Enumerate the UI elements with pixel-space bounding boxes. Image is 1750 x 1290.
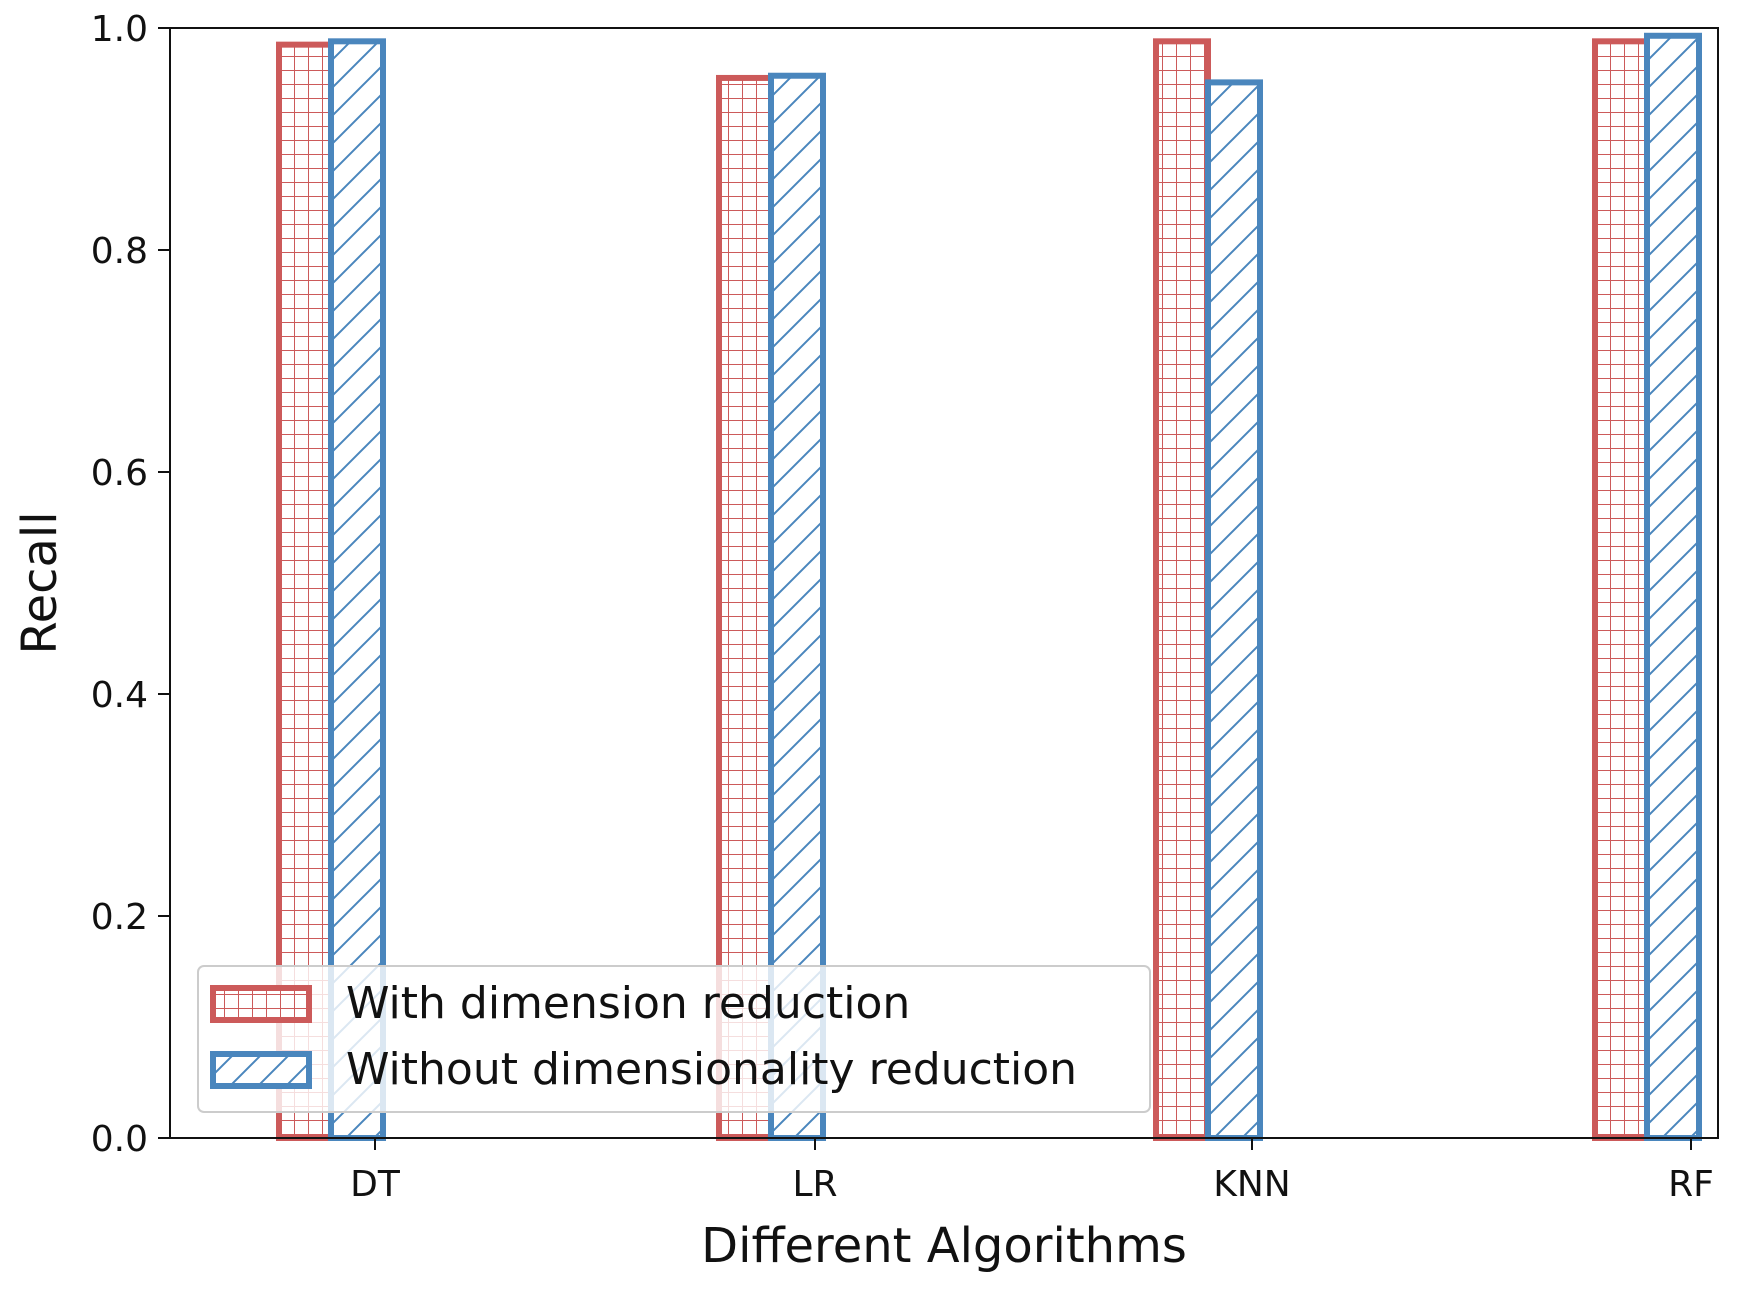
y-tick-label: 1.0 [91, 9, 148, 50]
x-tick-label: LR [792, 1164, 837, 1205]
bar-lr-series-2 [768, 72, 826, 1142]
x-tick-label: RF [1668, 1164, 1714, 1205]
y-tick-label: 0.4 [91, 675, 148, 716]
labels-layer: 0.0 0.2 0.4 0.6 0.8 1.0DT LR KNN RF Different Alg… [12, 9, 1714, 1274]
legend-swatch [210, 985, 312, 1023]
x-tick-label: DT [350, 1164, 401, 1205]
y-tick-label: 0.2 [91, 897, 148, 938]
legend-label: Without dimensionality reduction [346, 1044, 1077, 1095]
legend-label: With dimension reduction [346, 978, 910, 1029]
bar-rf-series-2 [1644, 32, 1702, 1141]
plot-frame [169, 27, 1719, 1139]
bars-layer [276, 32, 1702, 1142]
y-axis-label: Recall [12, 511, 68, 654]
legend-swatch [210, 1051, 312, 1089]
axes-layer [158, 27, 1719, 1150]
x-axis-label: Different Algorithms [701, 1218, 1187, 1274]
legend-box [197, 965, 1151, 1113]
y-tick-label: 0.0 [91, 1119, 148, 1160]
bar-knn-series-1 [1153, 38, 1211, 1142]
y-tick-label: 0.8 [91, 231, 148, 272]
x-tick-label: KNN [1213, 1164, 1290, 1205]
bar-knn-series-2 [1205, 79, 1263, 1141]
y-tick-label: 0.6 [91, 453, 148, 494]
bar-rf-series-1 [1592, 38, 1650, 1142]
